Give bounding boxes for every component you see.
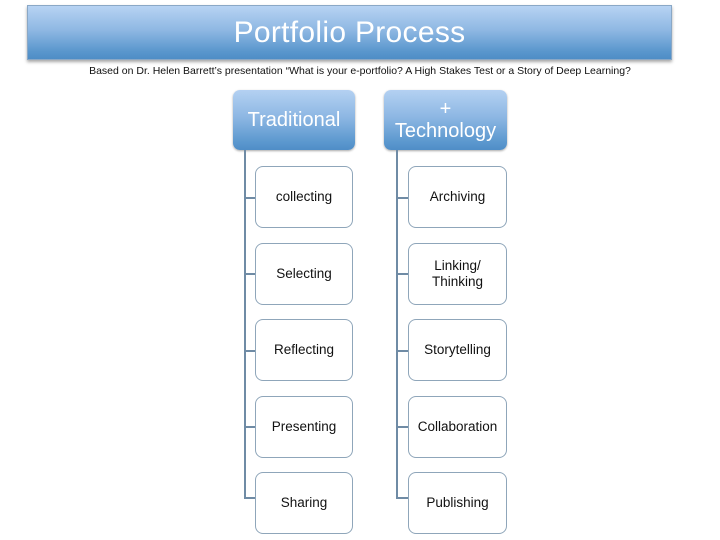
item-collecting: collecting — [255, 166, 353, 228]
item-label: collecting — [275, 189, 333, 204]
header-label: Traditional — [247, 109, 341, 131]
header-label: + Technology — [394, 98, 497, 142]
item-archiving: Archiving — [408, 166, 507, 228]
item-sharing: Sharing — [255, 472, 353, 534]
item-reflecting: Reflecting — [255, 319, 353, 381]
item-label: Sharing — [280, 495, 328, 510]
connector-branch — [244, 426, 256, 428]
connector-branch — [244, 350, 256, 352]
connector-vertical — [244, 150, 246, 498]
item-label: Publishing — [426, 495, 489, 510]
item-storytelling: Storytelling — [408, 319, 507, 381]
item-label: Storytelling — [424, 342, 491, 357]
item-label: Collaboration — [417, 419, 498, 434]
item-label: Linking/ Thinking — [431, 258, 484, 289]
connector-branch — [244, 197, 256, 199]
title-banner: Portfolio Process — [27, 5, 672, 60]
connector-branch — [244, 273, 256, 275]
connector-vertical — [396, 150, 398, 498]
item-collaboration: Collaboration — [408, 396, 507, 458]
item-label: Selecting — [276, 266, 332, 281]
item-label: Archiving — [429, 189, 486, 204]
header-traditional: Traditional — [233, 90, 355, 150]
connector-branch — [396, 197, 409, 199]
item-publishing: Publishing — [408, 472, 507, 534]
connector-branch — [396, 273, 409, 275]
header-technology: + Technology — [384, 90, 507, 150]
connector-branch — [244, 497, 256, 499]
item-label: Presenting — [271, 419, 337, 434]
subtitle-citation: Based on Dr. Helen Barrett’s presentatio… — [89, 65, 631, 77]
item-selecting: Selecting — [255, 243, 353, 305]
connector-branch — [396, 497, 409, 499]
page-title: Portfolio Process — [233, 15, 466, 49]
connector-branch — [396, 426, 409, 428]
item-label: Reflecting — [273, 342, 335, 357]
item-linking-thinking: Linking/ Thinking — [408, 243, 507, 305]
item-presenting: Presenting — [255, 396, 353, 458]
connector-branch — [396, 350, 409, 352]
